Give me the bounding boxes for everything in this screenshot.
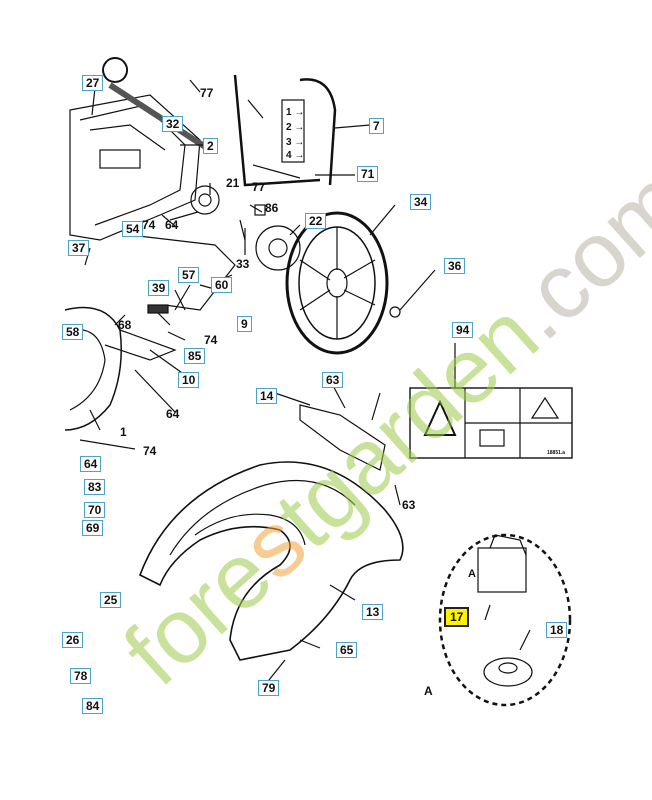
part-label-54: 54 — [122, 221, 144, 237]
decal-code: 18851.a — [547, 450, 565, 456]
part-label-85: 85 — [184, 348, 206, 364]
part-label-71: 71 — [357, 166, 379, 182]
part-label-14: 14 — [256, 388, 278, 404]
handle-bar — [233, 74, 321, 187]
handle-scale-4: 4 → — [286, 150, 304, 161]
part-label-64: 64 — [165, 218, 179, 232]
part-label-79: 79 — [258, 680, 280, 696]
part-label-77: 77 — [252, 180, 266, 194]
part-label-57: 57 — [178, 267, 200, 283]
part-label-1: 1 — [120, 425, 127, 439]
part-label-84: 84 — [82, 698, 104, 714]
part-label-39: 39 — [148, 280, 170, 296]
part-label-78: 78 — [70, 668, 92, 684]
part-label-74: 74 — [204, 333, 218, 347]
part-label-65: 65 — [336, 642, 358, 658]
rear-wheel — [285, 211, 389, 355]
part-label-74: 74 — [143, 444, 157, 458]
part-label-27: 27 — [82, 75, 104, 91]
part-label-2: 2 — [203, 138, 218, 154]
part-label-63: 63 — [402, 498, 416, 512]
part-label-74: 74 — [142, 218, 156, 232]
rear-guard — [138, 461, 404, 661]
part-label-70: 70 — [84, 502, 106, 518]
part-label-34: 34 — [410, 194, 432, 210]
part-label-21: 21 — [226, 176, 240, 190]
part-label-83: 83 — [84, 479, 106, 495]
chain-gear — [102, 57, 129, 83]
part-label-64: 64 — [80, 456, 102, 472]
part-label-68: 68 — [118, 318, 132, 332]
part-label-18: 18 — [546, 622, 568, 638]
part-label-33: 33 — [236, 257, 250, 271]
handle-scale-1: 1 → — [286, 107, 304, 118]
part-label-36: 36 — [444, 258, 466, 274]
part-label-77: 77 — [200, 86, 214, 100]
part-label-10: 10 — [178, 372, 200, 388]
part-label-86: 86 — [265, 201, 279, 215]
part-label-60: 60 — [211, 277, 233, 293]
handle-scale-3: 3 → — [286, 137, 304, 148]
part-label-32: 32 — [162, 116, 184, 132]
detail-letter-top: A — [468, 568, 476, 580]
chassis-frame — [69, 94, 201, 241]
detail-letter-bottom: A — [424, 684, 433, 698]
carburetor — [477, 547, 527, 593]
part-label-64: 64 — [166, 407, 180, 421]
part-label-22: 22 — [305, 213, 327, 229]
part-label-17: 17 — [444, 607, 470, 627]
detail-circle-a — [438, 533, 572, 707]
part-label-63: 63 — [322, 372, 344, 388]
part-label-94: 94 — [452, 322, 474, 338]
part-label-26: 26 — [62, 632, 84, 648]
part-label-9: 9 — [237, 316, 252, 332]
part-label-58: 58 — [62, 324, 84, 340]
part-label-13: 13 — [362, 604, 384, 620]
flap-14 — [299, 404, 386, 471]
handle-scale-2: 2 → — [286, 122, 304, 133]
mower-deck — [64, 306, 122, 431]
part-label-37: 37 — [68, 240, 90, 256]
part-label-25: 25 — [100, 592, 122, 608]
part-label-69: 69 — [82, 520, 104, 536]
part-label-7: 7 — [369, 118, 384, 134]
